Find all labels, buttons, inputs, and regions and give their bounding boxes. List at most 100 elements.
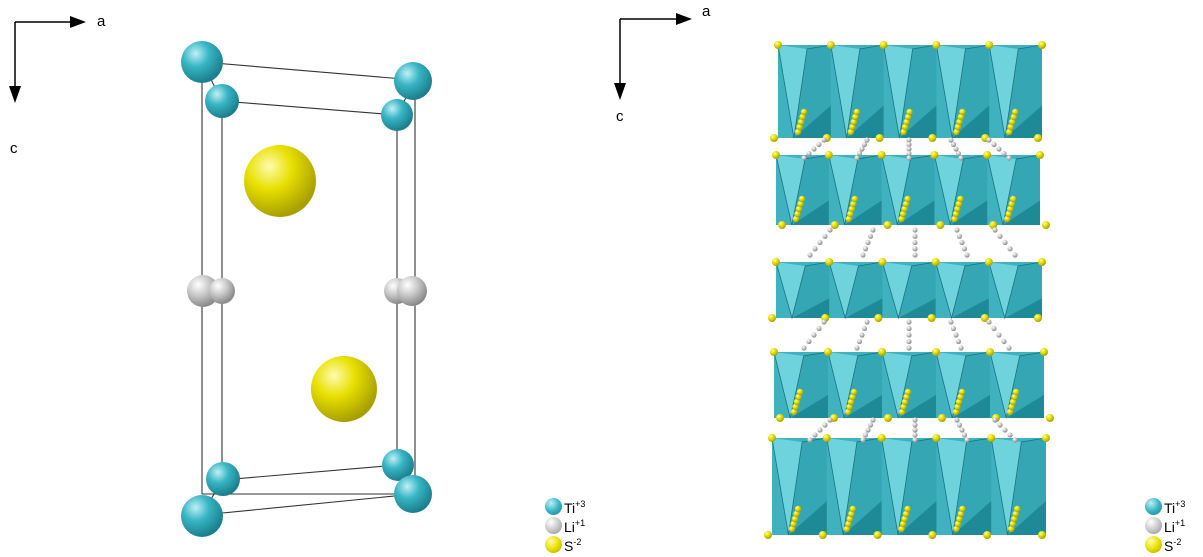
ti-atom [394,475,432,513]
li-atom [954,417,960,423]
li-atom [953,332,959,338]
li-atom [811,332,817,338]
li-atom [859,146,865,152]
li-atom [912,417,918,423]
li-atom [187,275,219,307]
li-atom [1006,345,1012,351]
li-atom [912,432,918,438]
li-atom [859,332,865,338]
li-atom [856,150,863,157]
li-atom [912,427,918,433]
right-axis-a-label: a [702,3,711,20]
li-swatch-icon [545,517,562,534]
li-atom [997,422,1003,428]
li-atom [992,417,998,423]
li-atom [870,227,876,233]
li-atom [996,146,1002,152]
li-atom [864,137,870,143]
li-atom [1001,150,1007,157]
li-atom [912,252,918,258]
li-atom [906,141,912,148]
li-atom [867,233,874,239]
li-atom [1007,432,1013,438]
li-atom [964,252,970,258]
li-atom [906,345,912,351]
ti-atom [206,462,240,496]
li-atom [997,233,1003,239]
li-atom [906,137,912,143]
li-atom [956,422,963,428]
left-axis-indicator [9,16,86,103]
left-axis-a-label: a [97,13,106,30]
li-atom [811,146,817,152]
li-atom [961,246,968,252]
li-atom [964,437,970,443]
li-atom [986,137,992,143]
li-atom [812,246,818,252]
li-atom [906,325,912,332]
li-atom [821,319,827,325]
li-atom [865,427,871,433]
li-atom [816,325,822,332]
octahedral-layer [768,258,1046,322]
ti-atom [381,99,413,131]
li-atom [870,417,876,423]
li-atom [906,332,912,338]
right-axis-c-label: c [616,108,624,125]
li-atom [801,345,807,351]
li-atom [807,437,813,443]
li-atom [806,150,812,157]
lithium-chains [801,137,1018,443]
li-atom [862,246,869,252]
li-atom [950,141,957,148]
li-atom [817,239,823,246]
left-axis-c-label: c [10,140,18,157]
li-atom [822,233,828,239]
li-atom [948,137,954,143]
li-atom [954,227,960,233]
li-swatch-icon [1145,517,1162,534]
li-atom [861,141,868,148]
li-atom [822,422,828,428]
li-atom [996,332,1002,338]
ti-swatch-icon [1145,498,1162,515]
li-atom [961,432,968,438]
li-atom [956,233,963,239]
right-axis-indicator [614,13,692,100]
li-atom [991,325,997,332]
octahedral-layer [770,41,1046,142]
s-atom [311,356,377,422]
li-atom [1012,437,1018,443]
li-atom [912,422,918,428]
li-atom [912,227,918,233]
li-atom [1007,246,1013,252]
li-atom [801,155,807,161]
octahedral-layer [770,348,1054,422]
s-swatch-icon [1145,536,1162,553]
ti-atom [181,41,223,83]
li-atom [958,345,964,351]
li-atom [807,252,813,258]
li-atom [906,146,912,152]
s-swatch-icon [545,536,562,553]
li-atom [1006,155,1012,161]
li-atom [854,345,860,351]
s-atom [244,145,316,217]
li-atom [816,141,822,148]
li-atom [1001,338,1007,345]
li-atom [986,319,992,325]
li-atom [1002,239,1008,246]
li-atom [860,252,866,258]
li-atom [821,137,827,143]
li-atom [209,278,235,304]
li-atom [912,437,918,443]
octahedral-layers [764,41,1054,539]
li-atom [906,338,912,345]
li-atom [1012,252,1018,258]
ti-swatch-icon [545,498,562,515]
octahedral-layer [764,434,1050,539]
li-atom [856,338,863,345]
li-atom [958,155,964,161]
li-atom [992,227,998,233]
li-atom [959,427,965,433]
